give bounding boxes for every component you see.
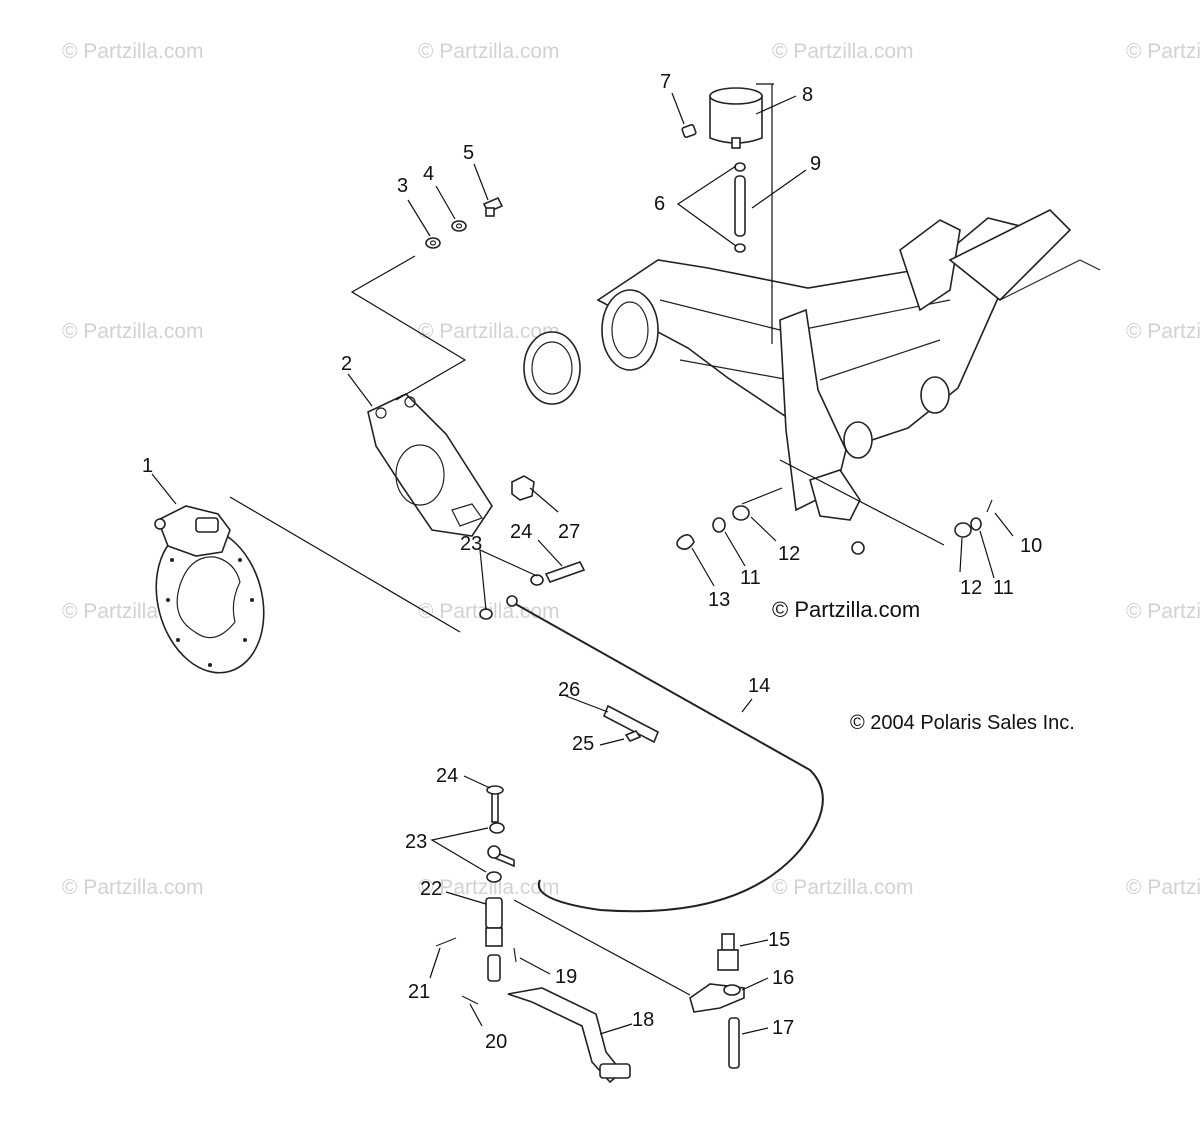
callout-17: 17 (772, 1017, 794, 1039)
callout-12: 12 (960, 577, 982, 599)
callout-11: 11 (993, 577, 1014, 599)
watermark: © Partzilla.com (1126, 320, 1200, 343)
hardware-10-13 (676, 499, 993, 550)
callout-23: 23 (460, 533, 482, 555)
watermark: © Partzilla.com (62, 40, 204, 63)
callout-25: 25 (572, 733, 594, 755)
watermark: © Partzilla.com (772, 876, 914, 899)
callout-4: 4 (423, 163, 434, 185)
hardware-15-17 (689, 933, 745, 1069)
callout-26: 26 (558, 679, 580, 701)
reservoir-assembly (681, 87, 763, 253)
callout-15: 15 (768, 929, 790, 951)
watermark: © Partzilla.com (1126, 40, 1200, 63)
watermark: © Partzilla.com (1126, 876, 1200, 899)
callout-10: 10 (1020, 535, 1042, 557)
callout-18: 18 (632, 1009, 654, 1031)
watermark: © Partzilla.com (62, 876, 204, 899)
swing-arm-frame (596, 209, 1101, 555)
partzilla-watermark-dark: © Partzilla.com (772, 597, 920, 622)
callout-1: 1 (142, 455, 153, 477)
watermark: © Partzilla.com (772, 40, 914, 63)
leader-lines (151, 83, 1014, 1035)
callout-13: 13 (708, 589, 730, 611)
callout-24: 24 (436, 765, 458, 787)
hardware-23-24-27 (479, 475, 586, 620)
callouts: 1 2 3 4 5 6 7 8 9 10 11 11 12 12 13 14 1… (142, 71, 1042, 1053)
callout-24: 24 (510, 521, 532, 543)
callout-16: 16 (772, 967, 794, 989)
callout-9: 9 (810, 153, 821, 175)
watermarks: © Partzilla.com © Partzilla.com © Partzi… (62, 40, 1200, 899)
callout-8: 8 (802, 84, 813, 106)
brake-pedal (507, 987, 631, 1084)
cable-clamp (602, 704, 660, 744)
callout-11: 11 (740, 567, 761, 589)
watermark: © Partzilla.com (62, 320, 204, 343)
callout-14: 14 (748, 675, 770, 697)
callout-23: 23 (405, 831, 427, 853)
callout-21: 21 (408, 981, 430, 1003)
pedal-linkage (435, 785, 517, 1005)
callout-27: 27 (558, 521, 580, 543)
caliper-bracket (367, 393, 493, 537)
callout-2: 2 (341, 353, 352, 375)
bearing-seal (523, 331, 581, 405)
callout-22: 22 (420, 878, 442, 900)
watermark: © Partzilla.com (418, 320, 560, 343)
watermark: © Partzilla.com (418, 40, 560, 63)
hardware-3-4-5 (425, 196, 504, 249)
brake-disc-caliper (154, 505, 265, 674)
watermark: © Partzilla.com (1126, 600, 1200, 623)
watermark: © Partzilla.com (418, 876, 560, 899)
callout-6: 6 (654, 193, 665, 215)
callout-7: 7 (660, 71, 671, 93)
callout-5: 5 (463, 142, 474, 164)
callout-3: 3 (397, 175, 408, 197)
callout-12: 12 (778, 543, 800, 565)
callout-20: 20 (485, 1031, 507, 1053)
brake-cable (506, 595, 824, 913)
callout-19: 19 (555, 966, 577, 988)
copyright-notice: © 2004 Polaris Sales Inc. (850, 712, 1075, 734)
